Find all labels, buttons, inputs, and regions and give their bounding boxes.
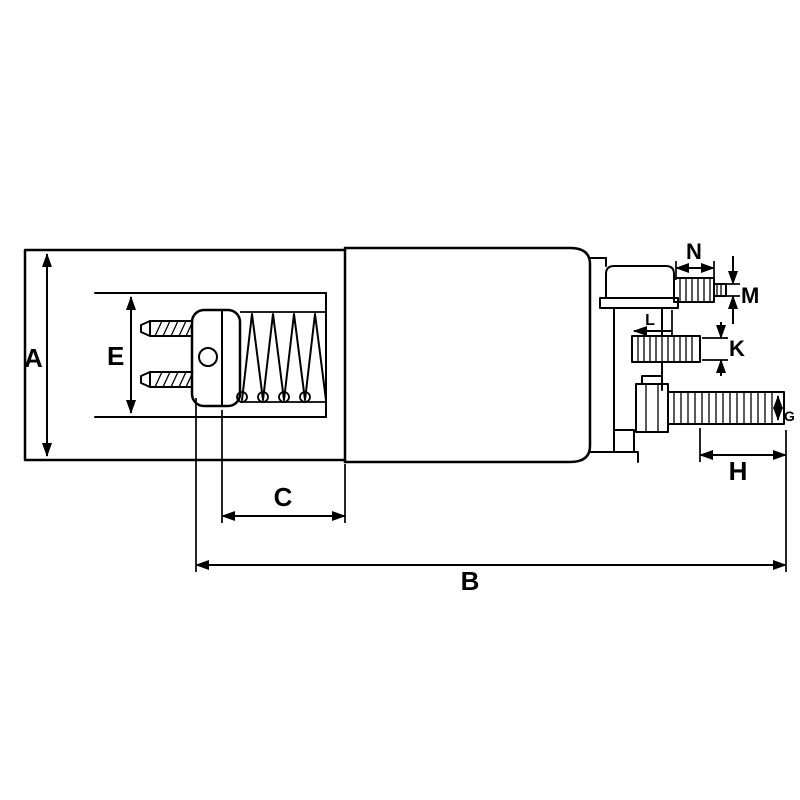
dim-label-h: H: [729, 456, 748, 486]
return-spring: [236, 311, 327, 403]
plunger-pin-hole: [198, 347, 218, 367]
dim-label-n: N: [686, 239, 702, 264]
dim-label-m: M: [741, 283, 759, 308]
bottom-stud-collar: [635, 383, 669, 433]
terminal-cap-lip: [599, 297, 679, 309]
bottom-stud-tab: [641, 375, 663, 385]
solenoid-flange: [23, 248, 347, 462]
bottom-stud-thread-hatch: [673, 393, 773, 423]
pin-top-thread-hatch: [154, 320, 194, 337]
top-stud: [673, 277, 727, 303]
dim-label-e: E: [107, 341, 124, 371]
solenoid-body: [343, 246, 592, 464]
top-stud-tip: [713, 283, 727, 297]
terminal-cap: [605, 265, 675, 299]
mounting-foot: [613, 429, 639, 463]
dimension-labels: A E C B H N M K L G: [24, 239, 795, 596]
terminal-pins: [140, 320, 194, 388]
dim-label-b: B: [461, 566, 480, 596]
bottom-stud-shaft: [667, 391, 785, 425]
plunger: [190, 308, 242, 408]
dim-label-g: G: [784, 408, 795, 424]
pin-bottom-thread-hatch: [154, 371, 194, 388]
dim-label-k: K: [729, 336, 745, 361]
dimension-lines: [42, 253, 787, 572]
top-stud-thread-hatch: [679, 279, 711, 301]
dim-label-l: L: [645, 312, 655, 329]
middle-stud: [631, 335, 701, 363]
middle-stud-thread-hatch: [637, 337, 693, 361]
bottom-stud: [635, 375, 785, 433]
dim-label-c: C: [274, 482, 293, 512]
dim-label-a: A: [24, 343, 43, 373]
